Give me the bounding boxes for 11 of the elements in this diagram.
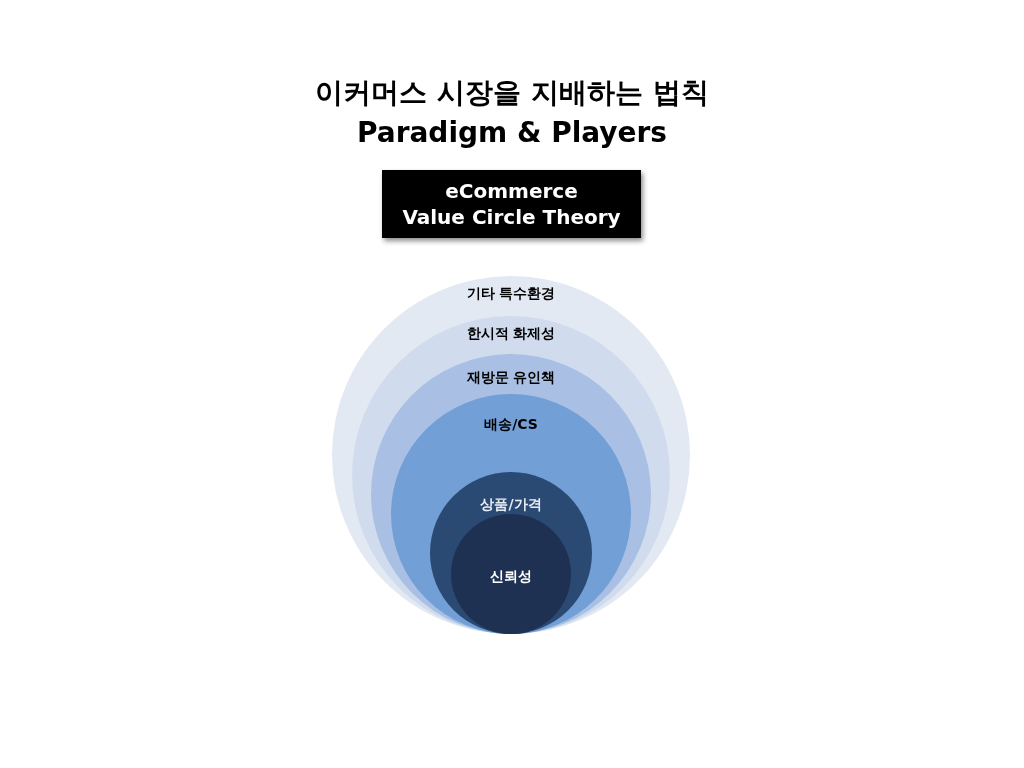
title-box [382,170,641,238]
box-text: Value Circle Theory [402,204,621,230]
circle-label: 상품/가격 [480,495,542,514]
title: 이커머스 시장을 지배하는 법칙 [315,75,709,111]
circle-label: 배송/CS [484,415,538,434]
subtitle: Paradigm & Players [357,115,667,151]
box-text: eCommerce [445,178,578,204]
circle-label: 한시적 화제성 [466,324,556,343]
circle-label: 신뢰성 [490,567,532,586]
circle-label: 기타 특수환경 [466,284,556,303]
circle-label: 재방문 유인책 [466,368,556,387]
